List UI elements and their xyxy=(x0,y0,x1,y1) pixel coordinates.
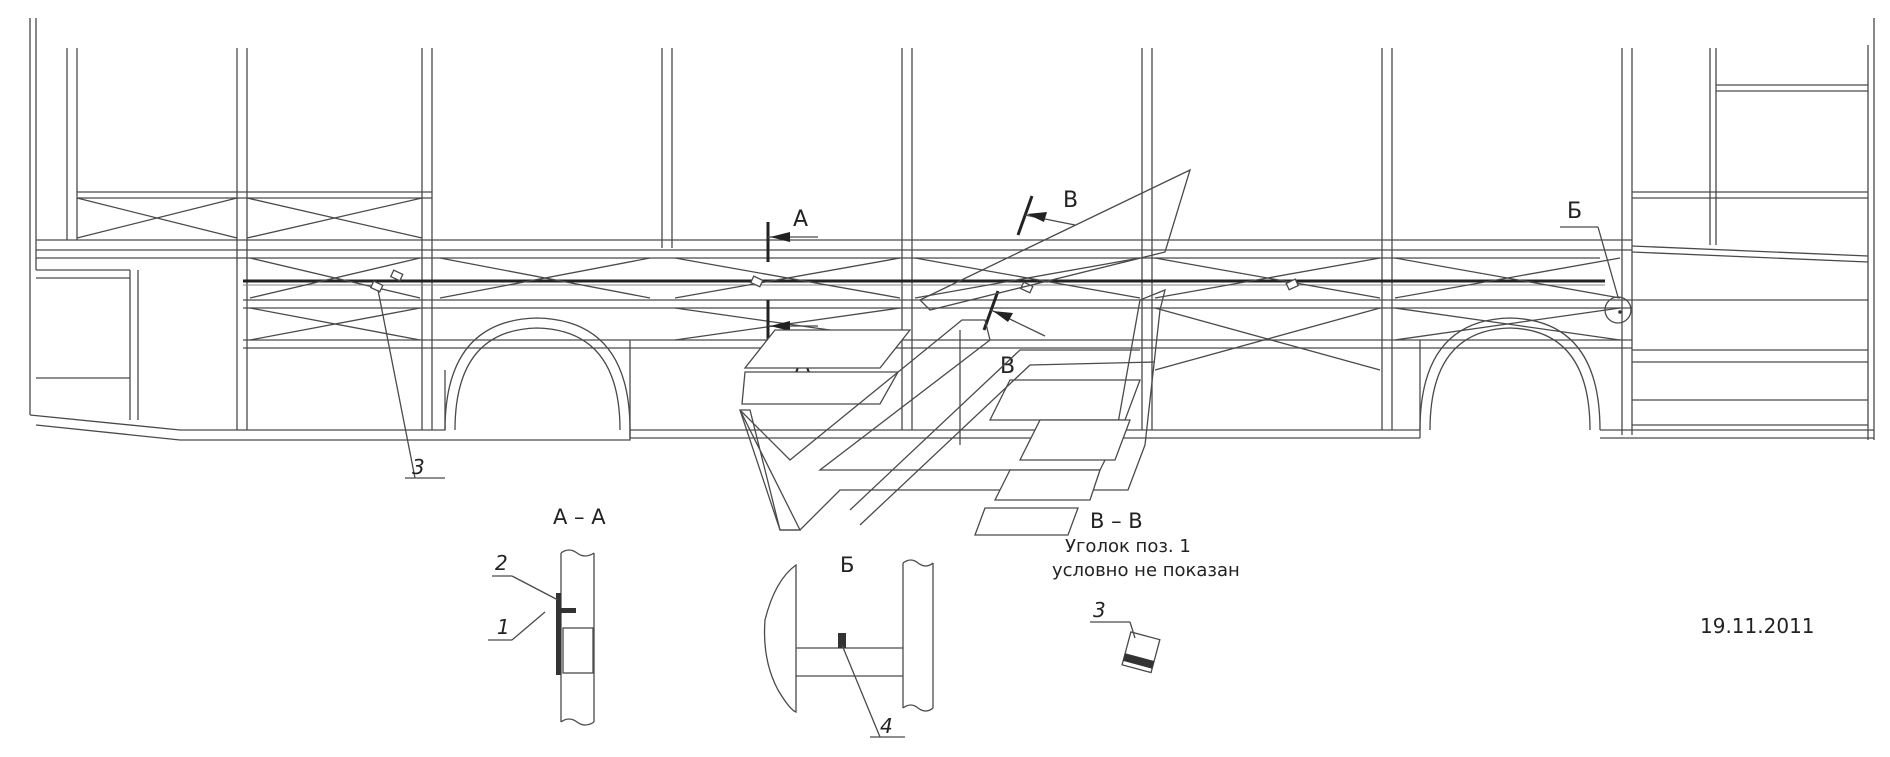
item-3-label: 3 xyxy=(412,455,425,479)
section-vv-title: В – В xyxy=(1090,509,1143,533)
drawing-date: 19.11.2011 xyxy=(1700,614,1815,638)
lower-chassis xyxy=(29,270,1874,441)
clip-markers xyxy=(369,269,1300,294)
detail-b-item-4: 4 xyxy=(880,714,893,738)
main-frame-view: Б 3 xyxy=(29,18,1875,479)
section-v-top-label: В xyxy=(1063,188,1078,213)
diagonal-bracing xyxy=(249,257,1621,371)
detail-b-view: Б 4 xyxy=(763,553,934,738)
section-aa-item-2: 2 xyxy=(495,551,508,575)
section-aa-title: А – А xyxy=(553,505,606,529)
section-aa-item-1: 1 xyxy=(497,615,510,639)
callout-b-label: Б xyxy=(1567,199,1582,224)
longitudinal-beams xyxy=(36,239,1869,426)
section-vv-note-line2: условно не показан xyxy=(1052,560,1240,581)
section-v-bottom-label: В xyxy=(1000,354,1015,379)
section-vv-view: В – В Уголок поз. 1 условно не показан 3 xyxy=(1052,509,1240,674)
upper-rails xyxy=(76,84,1868,239)
section-a-top-label: А xyxy=(793,207,808,232)
upright-posts xyxy=(66,48,1717,435)
detail-b-title: Б xyxy=(840,553,854,577)
section-vv-note-line1: Уголок поз. 1 xyxy=(1065,536,1191,557)
section-aa-view: А – А 2 1 xyxy=(488,505,606,726)
exploded-angle-detail xyxy=(738,168,1192,536)
wheel-arches xyxy=(444,317,1601,431)
section-vv-item-3: 3 xyxy=(1093,598,1106,622)
